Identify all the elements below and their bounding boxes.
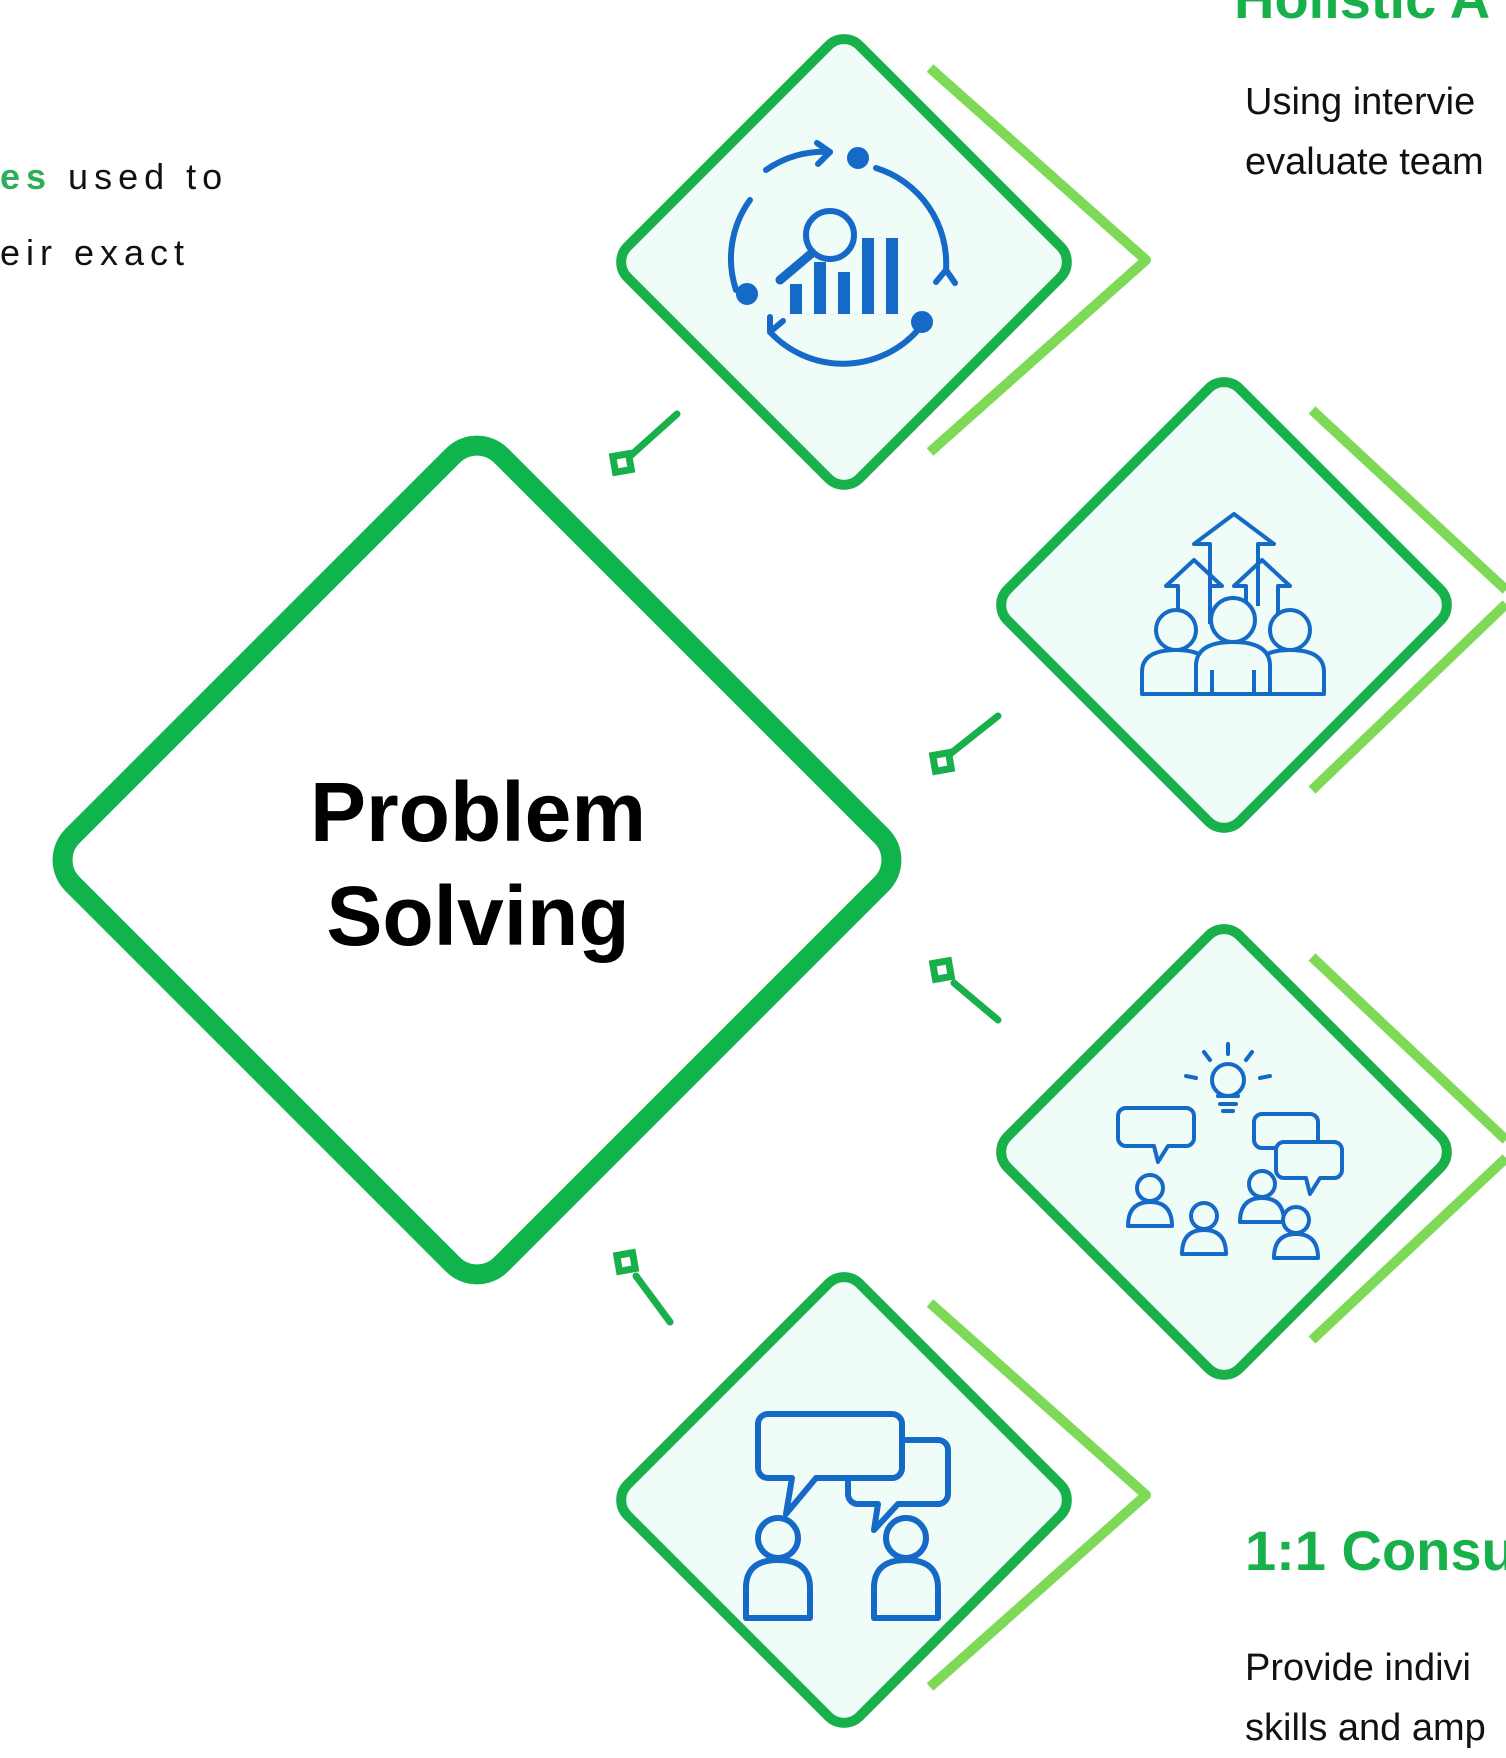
item-1-heading: Holistic A xyxy=(1234,0,1490,31)
center-title-line-2: Solving xyxy=(326,869,630,963)
intro-line-2: eir exact xyxy=(0,232,191,273)
connector-4 xyxy=(612,1248,674,1326)
conversation-icon xyxy=(743,1411,951,1621)
item-1-desc: Using intervie evaluate team xyxy=(1245,72,1484,192)
item-4-desc-line-1: Provide indivi xyxy=(1245,1647,1471,1689)
center-title: Problem Solving xyxy=(228,760,728,968)
intro-highlight: es xyxy=(0,156,53,197)
analytics-cycle-icon xyxy=(727,140,958,367)
intro-line-1-rest: used to xyxy=(52,156,229,197)
tile-shadow-2 xyxy=(1308,406,1506,794)
center-diamond xyxy=(52,435,902,1285)
intro-line-1: es used to xyxy=(0,156,228,198)
tile-shadow-1 xyxy=(926,64,1151,456)
item-4-heading: 1:1 Consu xyxy=(1245,1519,1506,1582)
tile-conversation xyxy=(616,1272,1072,1728)
connector-2 xyxy=(928,712,1002,776)
team-growth-icon xyxy=(1140,512,1326,696)
connector-3 xyxy=(928,956,1002,1024)
item-1-desc-line-1: Using intervie xyxy=(1245,81,1476,123)
brainstorm-group-icon xyxy=(1116,1042,1344,1260)
item-4-desc-line-2: skills and amp xyxy=(1245,1707,1486,1749)
bar-chart-icon xyxy=(790,238,898,314)
tile-shadow-4 xyxy=(926,1299,1151,1691)
item-4-desc: Provide indivi skills and amp xyxy=(1245,1638,1486,1758)
tile-analytics xyxy=(616,34,1072,490)
item-1-desc-line-2: evaluate team xyxy=(1245,141,1484,183)
tile-brainstorm xyxy=(996,924,1452,1380)
tile-shadow-3 xyxy=(1308,953,1506,1344)
connector-1 xyxy=(608,410,681,477)
center-title-line-1: Problem xyxy=(309,765,647,859)
